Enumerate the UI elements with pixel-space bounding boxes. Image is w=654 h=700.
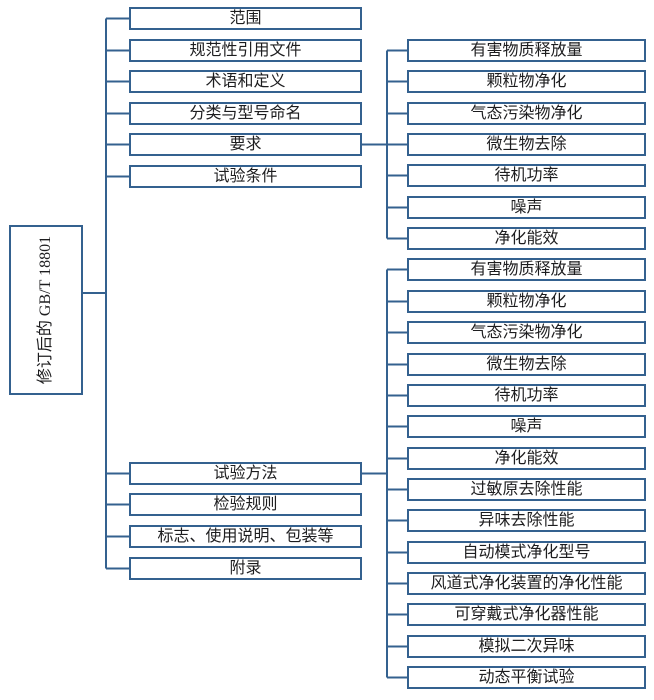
node-tm-particulate-purification: 颗粒物净化 xyxy=(407,290,646,313)
node-marking-packaging: 标志、使用说明、包装等 xyxy=(129,525,362,548)
node-tm-dynamic-balance-test: 动态平衡试验 xyxy=(407,666,646,689)
node-tm-allergen-removal: 过敏原去除性能 xyxy=(407,478,646,501)
node-tm-gaseous-pollutant: 气态污染物净化 xyxy=(407,321,646,344)
node-inspection-rules: 检验规则 xyxy=(129,493,362,516)
node-tm-odor-removal: 异味去除性能 xyxy=(407,509,646,532)
node-tm-standby-power: 待机功率 xyxy=(407,384,646,407)
node-classification-naming: 分类与型号命名 xyxy=(129,102,362,125)
node-tm-noise: 噪声 xyxy=(407,415,646,438)
node-root-revised-standard: 修订后的 GB/T 18801 xyxy=(9,225,83,395)
node-normative-references: 规范性引用文件 xyxy=(129,39,362,62)
connector-root-tree xyxy=(82,17,129,570)
node-req-standby-power: 待机功率 xyxy=(407,164,646,187)
node-tm-simulated-secondary-odor: 模拟二次异味 xyxy=(407,635,646,658)
node-tm-wearable-purifier: 可穿戴式净化器性能 xyxy=(407,603,646,626)
node-req-noise: 噪声 xyxy=(407,196,646,219)
node-tm-duct-type-device: 风道式净化装置的净化性能 xyxy=(407,572,646,595)
node-tm-purification-efficiency: 净化能效 xyxy=(407,447,646,470)
node-req-harmful-substance-release: 有害物质释放量 xyxy=(407,39,646,62)
node-tm-microbial-removal: 微生物去除 xyxy=(407,353,646,376)
node-scope: 范围 xyxy=(129,7,362,30)
connector-test-methods-tree xyxy=(362,268,407,679)
node-tm-auto-mode-purification: 自动模式净化型号 xyxy=(407,541,646,564)
connector-requirements-tree xyxy=(362,49,407,240)
node-terms-definitions: 术语和定义 xyxy=(129,70,362,93)
node-req-purification-efficiency: 净化能效 xyxy=(407,227,646,250)
node-req-particulate-purification: 颗粒物净化 xyxy=(407,70,646,93)
root-label: 修订后的 GB/T 18801 xyxy=(37,235,55,385)
node-req-gaseous-pollutant: 气态污染物净化 xyxy=(407,102,646,125)
node-test-methods: 试验方法 xyxy=(129,462,362,485)
node-tm-harmful-substance-release: 有害物质释放量 xyxy=(407,258,646,281)
node-requirements: 要求 xyxy=(129,133,362,156)
node-test-conditions: 试验条件 xyxy=(129,165,362,188)
node-req-microbial-removal: 微生物去除 xyxy=(407,133,646,156)
node-appendix: 附录 xyxy=(129,557,362,580)
